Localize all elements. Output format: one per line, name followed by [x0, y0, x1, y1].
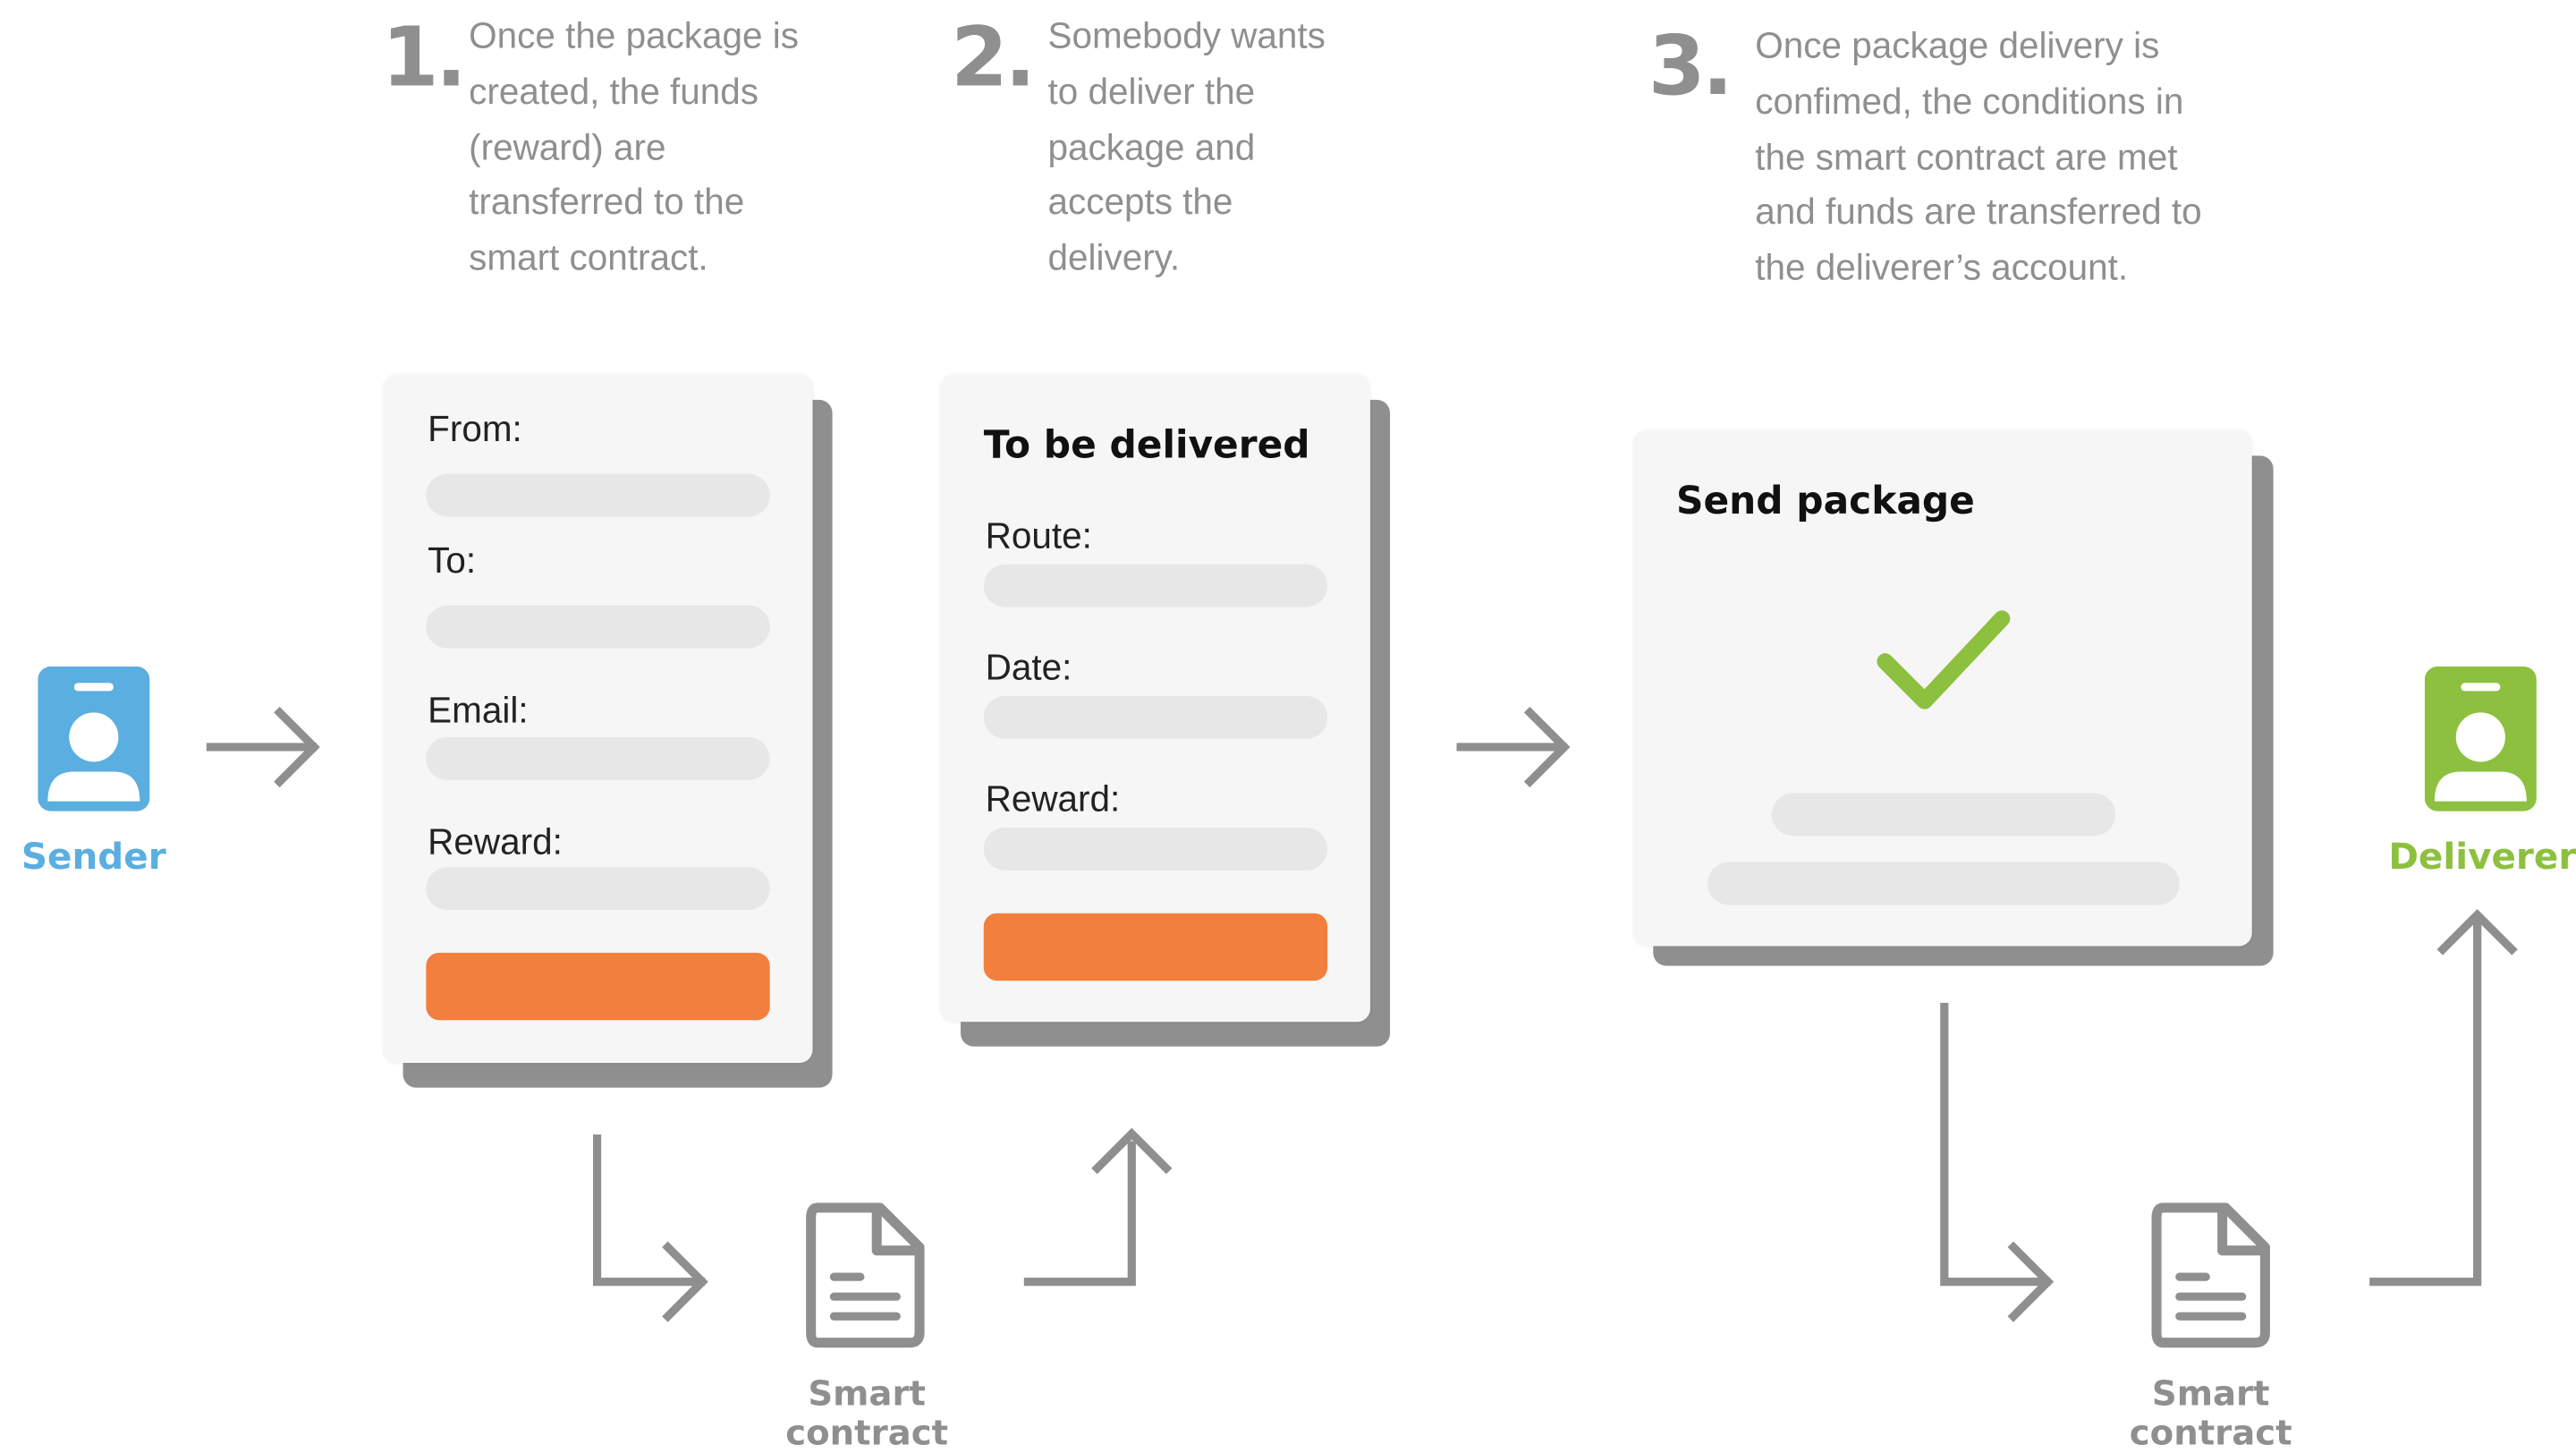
- step-2-line: Somebody wants: [1047, 14, 1326, 56]
- step-3-line: confimed, the conditions in: [1755, 80, 2184, 122]
- reward-input[interactable]: [426, 867, 770, 911]
- step-1-line: (reward) are: [469, 125, 666, 167]
- send-package-title: Send package: [1676, 480, 1975, 523]
- create-package-form: From: To: Email: Reward:: [383, 375, 813, 1064]
- arrow-right-icon: [1456, 706, 1571, 788]
- step-3-line: the smart contract are met: [1755, 135, 2178, 177]
- arrow-right-icon: [206, 706, 320, 788]
- route-label: Route:: [985, 514, 1092, 557]
- step-2-line: accepts the: [1047, 182, 1233, 223]
- step-3-description: Once package delivery is confimed, the c…: [1755, 18, 2201, 296]
- email-label: Email:: [428, 689, 529, 731]
- date-label: Date:: [985, 646, 1072, 688]
- smart-contract-label-line: Smart: [808, 1373, 926, 1414]
- deliverer-label: Deliverer: [2388, 837, 2576, 879]
- step-3-number: 3.: [1648, 18, 1733, 114]
- smart-contract-label: Smart contract: [2088, 1374, 2334, 1453]
- placeholder-line: [1707, 862, 2180, 905]
- reward-label: Reward:: [428, 820, 563, 862]
- delivery-form-title: To be delivered: [983, 424, 1310, 468]
- document-icon: [2151, 1202, 2270, 1348]
- step-3-line: and funds are transferred to: [1755, 191, 2202, 234]
- step-1-description: Once the package is created, the funds (…: [469, 8, 799, 286]
- step-1-line: created, the funds: [469, 70, 759, 112]
- sender-label: Sender: [21, 837, 166, 879]
- smart-contract-label-line: contract: [785, 1413, 949, 1453]
- arrow-elbow-up-icon: [2369, 909, 2518, 1287]
- step-1-line: transferred to the: [469, 182, 745, 223]
- checkmark-icon: [1877, 610, 2011, 710]
- from-input[interactable]: [426, 473, 770, 517]
- smart-contract-label-line: Smart: [2151, 1373, 2270, 1414]
- from-label: From:: [428, 408, 522, 450]
- id-badge-icon: [38, 666, 150, 811]
- accept-delivery-button[interactable]: [983, 913, 1328, 981]
- document-icon: [806, 1202, 925, 1348]
- send-package-card: Send package: [1633, 430, 2252, 947]
- smart-contract-label-line: contract: [2129, 1413, 2292, 1453]
- reward-input[interactable]: [983, 828, 1328, 871]
- step-1-line: Once the package is: [469, 14, 800, 56]
- create-submit-button[interactable]: [426, 952, 770, 1021]
- email-input[interactable]: [426, 736, 770, 780]
- arrow-elbow-up-icon: [1023, 1127, 1173, 1287]
- reward-label: Reward:: [985, 777, 1121, 820]
- step-2-number: 2.: [950, 10, 1036, 106]
- to-input[interactable]: [426, 605, 770, 649]
- step-1-number: 1.: [381, 10, 467, 106]
- date-input[interactable]: [983, 695, 1328, 739]
- step-3-line: Once package delivery is: [1755, 24, 2160, 66]
- to-label: To:: [428, 540, 477, 582]
- step-3-line: the deliverer’s account.: [1755, 247, 2129, 289]
- arrow-elbow-right-icon: [1940, 1002, 2055, 1322]
- step-1-line: smart contract.: [469, 237, 708, 279]
- delivery-form: To be delivered Route: Date: Reward:: [940, 375, 1370, 1023]
- route-input[interactable]: [983, 564, 1328, 608]
- smart-contract-label: Smart contract: [743, 1374, 990, 1453]
- step-2-line: delivery.: [1047, 237, 1181, 279]
- placeholder-line: [1771, 793, 2116, 837]
- arrow-elbow-right-icon: [592, 1134, 708, 1322]
- step-2-line: package and: [1047, 125, 1256, 167]
- id-badge-icon: [2424, 666, 2537, 811]
- step-2-description: Somebody wants to deliver the package an…: [1047, 8, 1325, 286]
- step-2-line: to deliver the: [1047, 70, 1256, 112]
